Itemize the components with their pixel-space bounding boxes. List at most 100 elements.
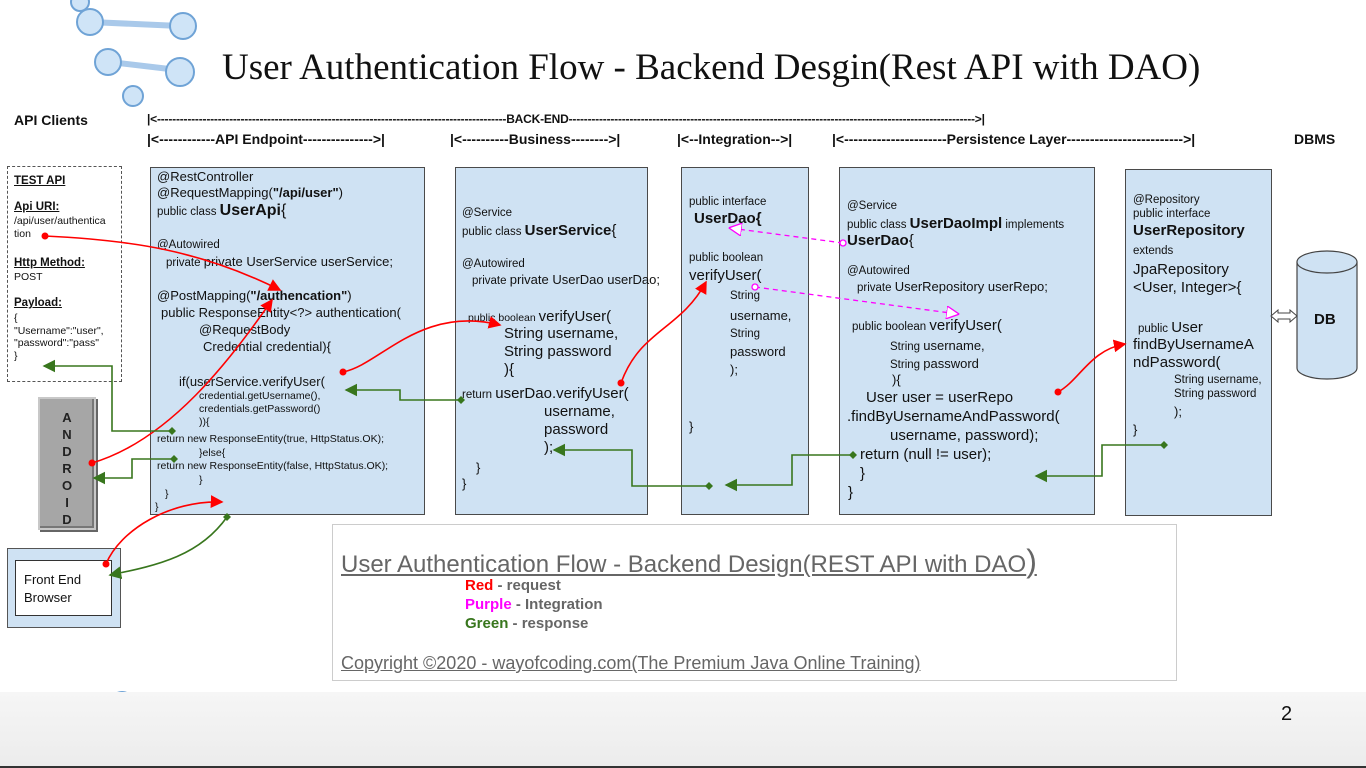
android-letter: I	[65, 495, 69, 510]
android-letter: N	[62, 427, 72, 442]
code-line: private private UserService userService;	[166, 254, 394, 269]
page-title: User Authentication Flow - Backend Desgi…	[222, 47, 1201, 88]
legend-title: User Authentication Flow - Backend Desig…	[341, 543, 1037, 579]
code-line: }	[689, 419, 694, 434]
front-end-browser: Front End Browser	[15, 560, 112, 616]
code-line: }else{	[199, 447, 226, 459]
code-line: return userDao.verifyUser(	[462, 385, 629, 402]
code-line: }	[848, 484, 854, 501]
code-line: @Repository	[1133, 194, 1200, 206]
code-line: );	[1174, 404, 1182, 419]
legend-panel: User Authentication Flow - Backend Desig…	[332, 524, 1177, 681]
code-line: Credential credential){	[203, 339, 331, 354]
code-line: username,	[730, 308, 792, 323]
android-client: A N D R O I D	[38, 397, 96, 530]
response-arrows	[42, 359, 1164, 580]
android-letter: A	[62, 410, 72, 425]
class-declaration: public class UserService{	[462, 222, 617, 239]
code-line: username, password );	[544, 403, 615, 456]
code-line: }	[199, 474, 203, 486]
code-line: String username, String password	[1174, 374, 1262, 401]
code-line: }	[860, 465, 866, 482]
code-line: }	[476, 460, 481, 475]
code-line: );	[730, 362, 738, 377]
code-line: credential.getUsername(), credentials.ge…	[199, 390, 321, 429]
lane-business: |<----------Business-------->|	[450, 131, 621, 147]
code-line: User user = userRepo	[866, 389, 1014, 406]
code-line: password	[730, 344, 786, 359]
class-declaration: public class UserDaoImpl implements	[847, 215, 1065, 232]
http-method-value: POST	[14, 271, 43, 283]
code-line: public interface	[1133, 208, 1211, 220]
code-line: private UserRepository userRepo;	[857, 279, 1048, 294]
request-arrows	[44, 235, 1127, 565]
code-line: String	[730, 328, 761, 340]
code-line: @RequestMapping("/api/user")	[157, 185, 343, 200]
front-end-label: Front End Browser	[24, 572, 82, 606]
code-line: @Service	[462, 207, 513, 219]
api-clients-label: API Clients	[14, 112, 88, 128]
class-declaration-cont: UserDao{	[847, 232, 914, 249]
test-api-panel: TEST API Api URI: /api/user/authentica t…	[7, 166, 122, 382]
legend-purple: Purple - Integration	[465, 596, 603, 613]
code-line: @Autowired	[847, 265, 910, 277]
user-service-box: @Service public class UserService{ @Auto…	[455, 167, 660, 515]
code-line: }	[155, 501, 159, 513]
code-line: @PostMapping("/authencation")	[157, 288, 352, 303]
copyright: Copyright ©2020 - wayofcoding.com(The Pr…	[341, 653, 921, 673]
android-letter: O	[61, 478, 73, 493]
code-line: String	[730, 290, 761, 302]
code-line: extends	[1133, 245, 1174, 257]
code-line: return (null != user);	[860, 446, 992, 463]
response-dots	[168, 396, 1168, 521]
user-dao-box: public interface UserDao{ public boolean…	[681, 167, 809, 515]
code-line: .findByUsernameAndPassword(	[847, 408, 1060, 425]
method-declaration: public User	[1138, 319, 1203, 336]
code-line: findByUsernameA ndPassword(	[1133, 336, 1254, 371]
payload-value: { "Username":"user", "password":"pass" }	[14, 312, 104, 362]
code-line: public boolean	[689, 252, 764, 264]
legend-green: Green - response	[465, 615, 589, 632]
code-line: private private UserDao userDao;	[472, 272, 661, 287]
payload-label: Payload:	[14, 297, 62, 309]
lane-api-endpoint: |<------------API Endpoint--------------…	[147, 131, 385, 147]
code-line: if(userService.verifyUser(	[179, 374, 325, 389]
user-repository-box: @Repository public interface UserReposit…	[1125, 169, 1272, 516]
android-letter: D	[62, 512, 72, 527]
molecule-logo-top	[70, 0, 197, 107]
api-uri-value: /api/user/authentica tion	[14, 215, 106, 240]
user-api-box: @RestController @RequestMapping("/api/us…	[150, 167, 425, 515]
legend-red: Red - request	[465, 577, 561, 594]
user-dao-impl-box: @Service public class UserDaoImpl implem…	[839, 167, 1095, 515]
code-line: public interface	[689, 196, 767, 208]
lane-integration: |<--Integration-->|	[677, 131, 793, 147]
test-api-heading: TEST API	[14, 175, 66, 187]
backend-range: |<--------------------------------------…	[147, 112, 985, 126]
request-dots	[41, 232, 1062, 568]
database-icon	[1296, 250, 1358, 380]
code-line: String username, String password ){	[504, 325, 619, 378]
android-letter: R	[62, 461, 72, 476]
code-line: verifyUser(	[689, 267, 762, 284]
integration-arrows	[730, 228, 958, 314]
code-line: }	[165, 488, 169, 500]
double-arrow-icon	[1270, 309, 1298, 323]
class-declaration: public class UserApi{	[157, 202, 287, 219]
slide-footer	[0, 692, 1366, 768]
code-line: String username,	[890, 338, 985, 353]
code-line: public ResponseEntity<?> authentication(	[161, 305, 401, 320]
code-line: }	[462, 476, 467, 491]
db-label: DB	[1314, 311, 1336, 328]
lane-dbms: DBMS	[1294, 131, 1336, 147]
code-line: JpaRepository <User, Integer>{	[1133, 261, 1242, 296]
code-line: @RequestBody	[199, 322, 291, 337]
interface-name: UserDao{	[694, 210, 762, 227]
api-uri-label: Api URI:	[14, 201, 60, 213]
code-line: String password	[890, 356, 979, 371]
method-declaration: public boolean verifyUser(	[852, 317, 1002, 334]
code-line: @Autowired	[462, 258, 525, 270]
lane-persistence: |<----------------------Persistence Laye…	[832, 131, 1196, 147]
interface-name: UserRepository	[1133, 222, 1245, 239]
code-line: @Service	[847, 200, 898, 212]
